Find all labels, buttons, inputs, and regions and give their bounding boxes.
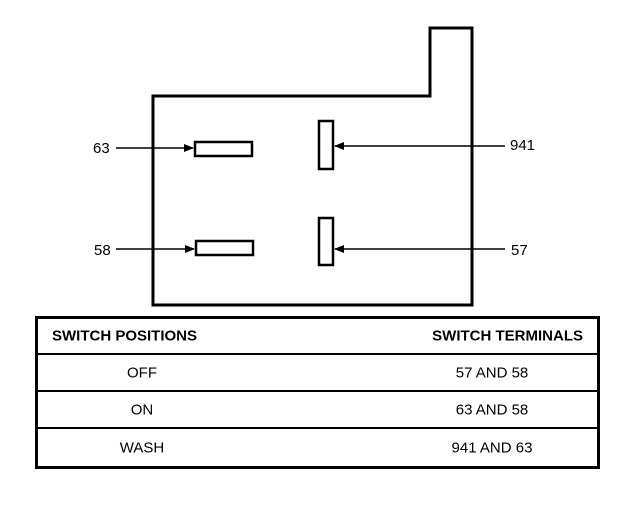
- terminal-label-58: 58: [94, 242, 111, 259]
- terminal-blade-57: [317, 216, 335, 267]
- terminal-blade-941: [317, 119, 335, 171]
- terminal-blade-58: [194, 239, 255, 257]
- table-row: ON 63 AND 58: [38, 392, 597, 429]
- terminal-blade-63: [193, 140, 254, 158]
- header-switch-positions: SWITCH POSITIONS: [52, 327, 198, 345]
- table-header-row: SWITCH POSITIONS SWITCH TERMINALS: [38, 319, 597, 355]
- terminal-label-63: 63: [93, 140, 110, 157]
- position-cell: ON: [130, 401, 154, 418]
- terminals-cell: 63 AND 58: [455, 401, 529, 418]
- terminal-label-57: 57: [511, 242, 528, 259]
- table-row: WASH 941 AND 63: [38, 429, 597, 466]
- connector-housing: [151, 26, 474, 307]
- terminal-label-941: 941: [510, 137, 535, 154]
- switch-positions-table: SWITCH POSITIONS SWITCH TERMINALS OFF 57…: [35, 316, 600, 469]
- position-cell: WASH: [119, 439, 165, 456]
- terminals-cell: 57 AND 58: [455, 364, 529, 381]
- terminals-cell: 941 AND 63: [451, 439, 533, 456]
- table-row: OFF 57 AND 58: [38, 355, 597, 392]
- header-switch-terminals: SWITCH TERMINALS: [432, 327, 583, 345]
- switch-connector-diagram: 63 58 941 57: [93, 26, 535, 307]
- position-cell: OFF: [127, 364, 157, 381]
